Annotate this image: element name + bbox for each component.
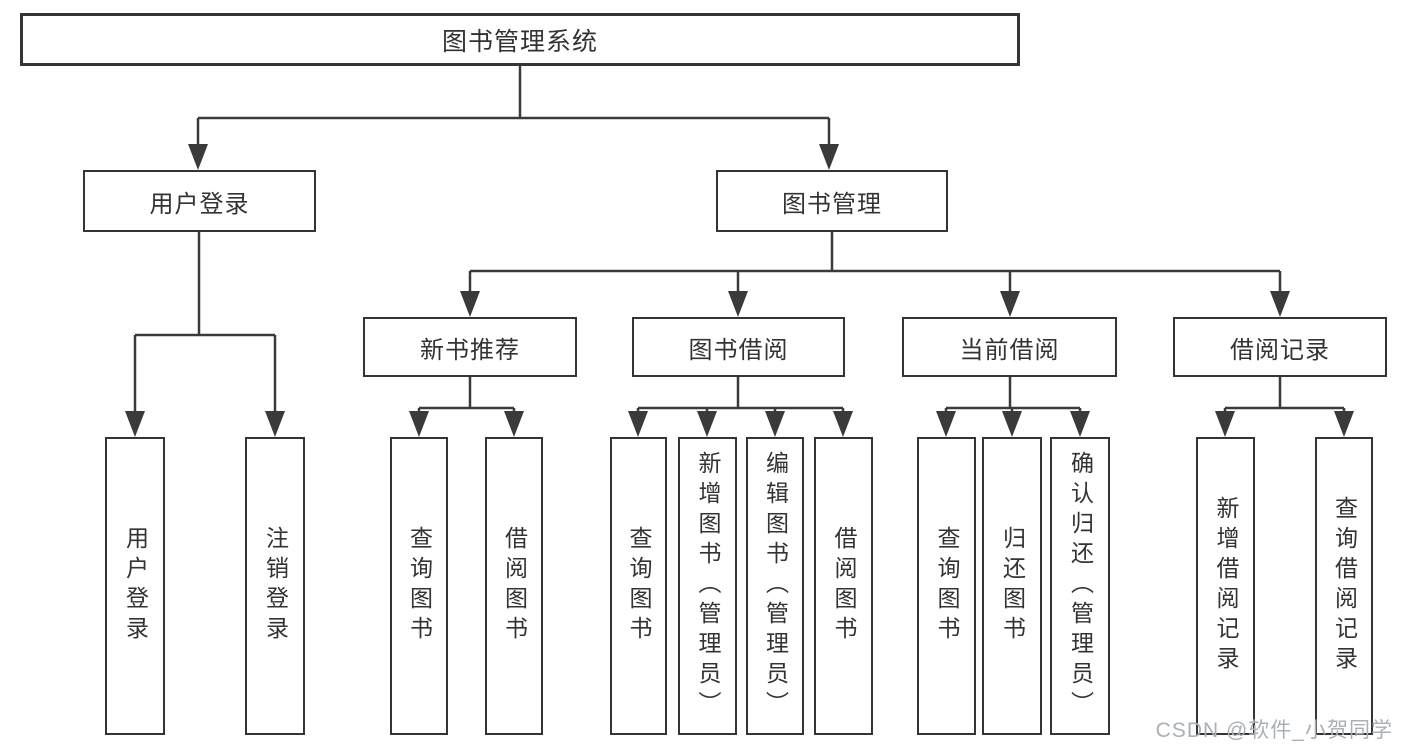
node-label: 确认归还（管理员） — [1067, 451, 1094, 721]
node-label: 编辑图书（管理员） — [762, 451, 789, 721]
node-root-library-management-system: 图书管理系统 — [20, 13, 1020, 66]
node-label: 归还图书 — [999, 526, 1026, 646]
node-leaf-cb-query-books: 查询图书 — [917, 437, 976, 735]
node-leaf-nbr-query-books: 查询图书 — [390, 437, 448, 735]
node-label: 查询图书 — [934, 526, 960, 646]
branch-new-book-recommend-to-leaves — [409, 377, 524, 437]
node-leaf-nbr-borrow-books: 借阅图书 — [485, 437, 543, 735]
node-leaf-bb-borrow-books: 借阅图书 — [814, 437, 873, 735]
node-label: 借阅图书 — [501, 526, 528, 646]
node-book-management: 图书管理 — [716, 170, 948, 232]
node-label: 借阅图书 — [831, 526, 857, 646]
node-label: 注销登录 — [262, 526, 289, 646]
node-leaf-bb-add-books-admin: 新增图书（管理员） — [678, 437, 737, 735]
node-label: 查询图书 — [626, 526, 652, 646]
node-label: 新增图书（管理员） — [695, 451, 721, 721]
node-borrow-records: 借阅记录 — [1173, 317, 1387, 377]
node-leaf-logout: 注销登录 — [245, 437, 305, 735]
branch-user-login-to-leaves — [125, 232, 285, 437]
branch-root-to-level2 — [188, 66, 839, 170]
branch-borrow-records-to-leaves — [1215, 377, 1354, 437]
node-leaf-cb-confirm-return-admin: 确认归还（管理员） — [1050, 437, 1110, 735]
node-leaf-bb-edit-books-admin: 编辑图书（管理员） — [746, 437, 804, 735]
node-label: 查询图书 — [406, 526, 433, 646]
node-current-borrow: 当前借阅 — [902, 317, 1117, 377]
node-leaf-cb-return-books: 归还图书 — [982, 437, 1042, 735]
node-leaf-br-add-record: 新增借阅记录 — [1196, 437, 1255, 735]
node-leaf-br-query-record: 查询借阅记录 — [1315, 437, 1373, 735]
branch-book-borrow-to-leaves — [628, 377, 853, 437]
node-label: 用户登录 — [122, 526, 149, 646]
node-label: 新增借阅记录 — [1213, 496, 1239, 676]
branch-current-borrow-to-leaves — [936, 377, 1090, 437]
node-label: 查询借阅记录 — [1331, 496, 1358, 676]
node-leaf-bb-query-books: 查询图书 — [610, 437, 667, 735]
branch-book-management-to-level3 — [460, 232, 1290, 317]
csdn-watermark: CSDN @软件_小贺同学 — [1155, 719, 1393, 742]
node-book-borrow: 图书借阅 — [632, 317, 845, 377]
node-leaf-user-login: 用户登录 — [105, 437, 165, 735]
node-new-book-recommend: 新书推荐 — [363, 317, 577, 377]
node-user-login: 用户登录 — [83, 170, 316, 232]
